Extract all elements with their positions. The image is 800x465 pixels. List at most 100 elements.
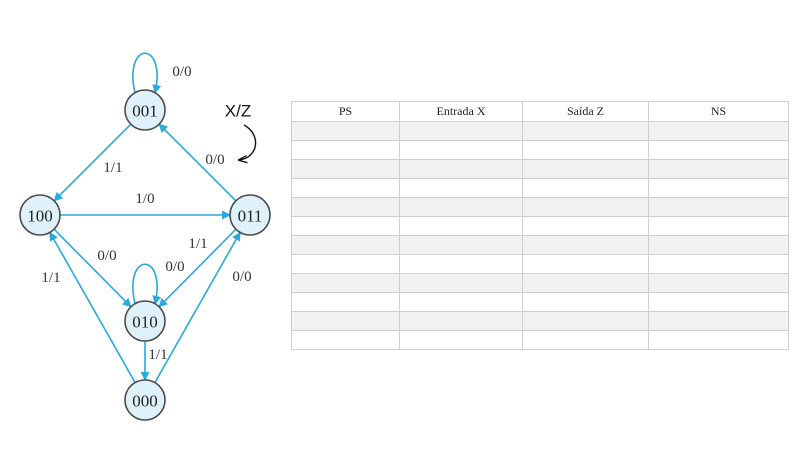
table-cell[interactable] bbox=[399, 311, 523, 331]
transition-label-100-to-010: 0/0 bbox=[97, 248, 116, 264]
table-cell[interactable] bbox=[399, 216, 523, 236]
table-cell[interactable] bbox=[522, 197, 649, 217]
table-cell[interactable] bbox=[399, 197, 523, 217]
transition-label-011-to-010: 1/1 bbox=[188, 236, 207, 252]
state-label-000: 000 bbox=[132, 392, 158, 411]
state-node-000: 000 bbox=[124, 379, 166, 421]
table-cell[interactable] bbox=[399, 121, 523, 141]
table-row bbox=[291, 216, 789, 236]
transition-label-010-to-000: 1/1 bbox=[148, 347, 167, 363]
table-cell[interactable] bbox=[291, 178, 400, 198]
table-cell[interactable] bbox=[291, 159, 400, 179]
table-cell[interactable] bbox=[291, 292, 400, 312]
table-cell[interactable] bbox=[648, 235, 789, 255]
transition-001-to-100 bbox=[53, 123, 132, 202]
state-circle-001 bbox=[124, 89, 166, 131]
table-cell[interactable] bbox=[291, 235, 400, 255]
table-cell[interactable] bbox=[522, 254, 649, 274]
table-cell[interactable] bbox=[399, 330, 523, 350]
state-table: PS Entrada X Saída Z NS bbox=[291, 101, 789, 350]
table-cell[interactable] bbox=[522, 121, 649, 141]
state-circle-100 bbox=[19, 194, 61, 236]
header-entrada-x: Entrada X bbox=[399, 101, 523, 122]
table-cell[interactable] bbox=[648, 254, 789, 274]
transition-100-to-010 bbox=[53, 228, 132, 308]
table-cell[interactable] bbox=[648, 121, 789, 141]
transition-010-to-010 bbox=[132, 263, 162, 305]
table-cell[interactable] bbox=[648, 216, 789, 236]
table-cell[interactable] bbox=[291, 197, 400, 217]
transition-label-011-to-001: 0/0 bbox=[205, 152, 224, 168]
table-cell[interactable] bbox=[291, 216, 400, 236]
table-cell[interactable] bbox=[291, 140, 400, 160]
table-row bbox=[291, 197, 789, 217]
table-cell[interactable] bbox=[522, 273, 649, 293]
state-label-011: 011 bbox=[238, 207, 263, 226]
state-label-100: 100 bbox=[27, 207, 53, 226]
table-row bbox=[291, 178, 789, 198]
table-cell[interactable] bbox=[291, 254, 400, 274]
table-cell[interactable] bbox=[522, 311, 649, 331]
table-row bbox=[291, 273, 789, 293]
header-ns: NS bbox=[648, 101, 789, 122]
transition-000-to-100 bbox=[49, 231, 136, 384]
table-cell[interactable] bbox=[522, 216, 649, 236]
table-cell[interactable] bbox=[522, 178, 649, 198]
table-cell[interactable] bbox=[522, 140, 649, 160]
table-cell[interactable] bbox=[399, 273, 523, 293]
table-cell[interactable] bbox=[648, 140, 789, 160]
table-cell[interactable] bbox=[399, 178, 523, 198]
table-row bbox=[291, 121, 789, 141]
transition-label-010-to-010: 0/0 bbox=[165, 259, 184, 275]
state-node-001: 001 bbox=[124, 89, 166, 131]
table-cell[interactable] bbox=[648, 197, 789, 217]
transition-001-to-001 bbox=[132, 52, 162, 94]
transition-011-to-001 bbox=[158, 123, 237, 202]
header-ps: PS bbox=[291, 101, 400, 122]
state-label-010: 010 bbox=[132, 313, 158, 332]
transition-label-001-to-001: 0/0 bbox=[172, 64, 191, 80]
table-cell[interactable] bbox=[648, 273, 789, 293]
table-cell[interactable] bbox=[648, 178, 789, 198]
table-cell[interactable] bbox=[399, 292, 523, 312]
transition-label-000-to-100: 1/1 bbox=[41, 270, 60, 286]
table-cell[interactable] bbox=[399, 140, 523, 160]
table-row bbox=[291, 159, 789, 179]
state-node-011: 011 bbox=[229, 194, 271, 236]
table-cell[interactable] bbox=[522, 292, 649, 312]
table-cell[interactable] bbox=[291, 330, 400, 350]
table-cell[interactable] bbox=[291, 273, 400, 293]
table-cell[interactable] bbox=[522, 159, 649, 179]
table-cell[interactable] bbox=[291, 121, 400, 141]
transition-000-to-011 bbox=[154, 231, 241, 384]
table-cell[interactable] bbox=[399, 159, 523, 179]
table-cell[interactable] bbox=[522, 235, 649, 255]
table-row bbox=[291, 311, 789, 331]
transition-label-000-to-011: 0/0 bbox=[232, 269, 251, 285]
table-cell[interactable] bbox=[399, 235, 523, 255]
table-cell[interactable] bbox=[648, 311, 789, 331]
table-cell[interactable] bbox=[648, 292, 789, 312]
table-cell[interactable] bbox=[648, 159, 789, 179]
table-row bbox=[291, 235, 789, 255]
transition-label-001-to-100: 1/1 bbox=[103, 160, 122, 176]
table-cell[interactable] bbox=[291, 311, 400, 331]
state-label-001: 001 bbox=[132, 102, 158, 121]
table-row bbox=[291, 292, 789, 312]
state-node-010: 010 bbox=[124, 300, 166, 342]
state-circle-011 bbox=[229, 194, 271, 236]
table-cell[interactable] bbox=[648, 330, 789, 350]
table-cell[interactable] bbox=[399, 254, 523, 274]
header-saida-z: Saída Z bbox=[522, 101, 649, 122]
table-row bbox=[291, 254, 789, 274]
state-circle-010 bbox=[124, 300, 166, 342]
state-circle-000 bbox=[124, 379, 166, 421]
legend-arrow bbox=[239, 124, 257, 160]
transition-label-100-to-011: 1/0 bbox=[135, 191, 154, 207]
table-header-row: PS Entrada X Saída Z NS bbox=[291, 101, 789, 122]
table-row bbox=[291, 330, 789, 350]
legend-label: X/Z bbox=[225, 102, 251, 121]
state-node-100: 100 bbox=[19, 194, 61, 236]
table-cell[interactable] bbox=[522, 330, 649, 350]
